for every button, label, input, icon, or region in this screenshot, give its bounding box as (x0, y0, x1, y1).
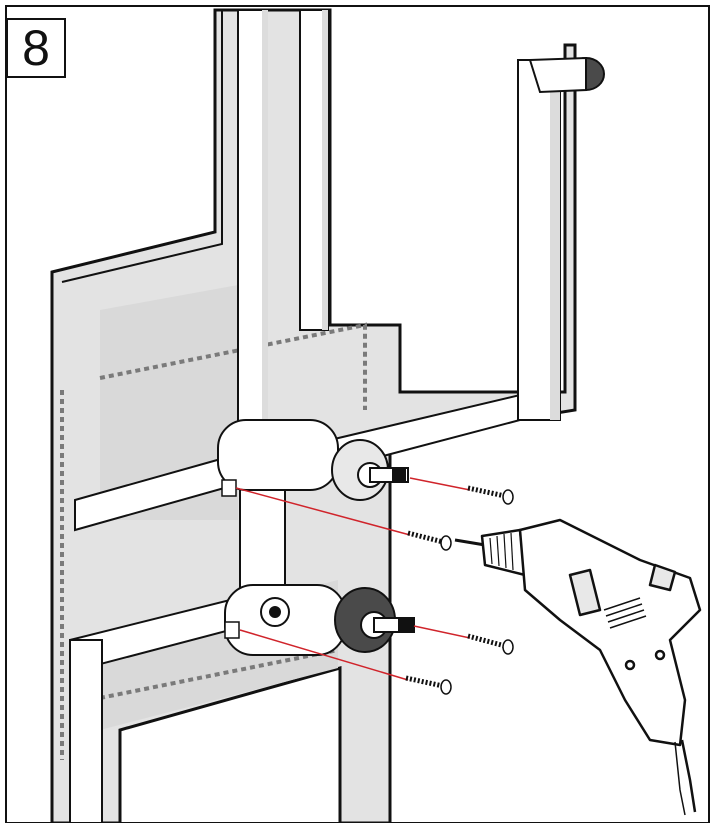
guide-lines (235, 477, 471, 681)
inlet-pipe-lower (69, 598, 231, 823)
step-number: 8 (6, 18, 66, 78)
screw-icon (467, 633, 514, 655)
screw-icon (467, 485, 514, 505)
screw-icon (405, 675, 452, 695)
supply-pipe-right (299, 9, 329, 331)
dotted-outline (60, 322, 367, 760)
valve-upper (217, 419, 409, 501)
outlet-pipe-upper (329, 56, 605, 472)
supply-pipe-left (237, 9, 268, 441)
valve-lower (224, 584, 415, 656)
electric-drill-icon (454, 518, 702, 816)
screw-icon (407, 530, 452, 551)
